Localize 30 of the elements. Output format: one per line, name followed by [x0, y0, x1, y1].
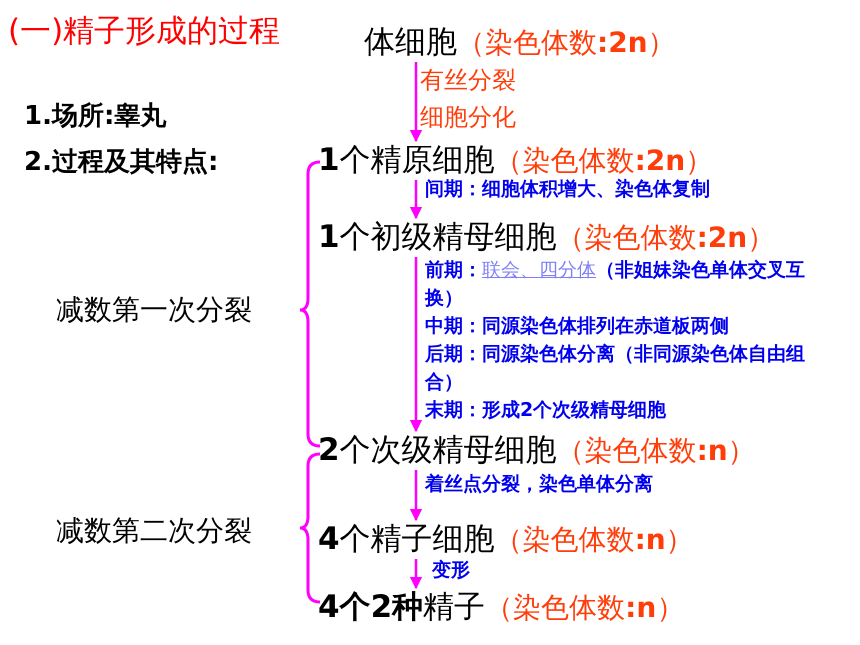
stage-name: 减数第二次分裂	[56, 513, 252, 549]
chromosome-count: （染色体数:n）	[485, 590, 684, 626]
chromosome-count: （染色体数:2n）	[494, 143, 714, 178]
cell-stage-text: 4个2种精子	[318, 589, 486, 625]
phase-text: 中期：同源染色体排列在赤道板两侧	[425, 314, 730, 339]
chromosome-count: （染色体数:n）	[494, 522, 694, 558]
cell-stage-text: 1个精原细胞	[318, 142, 495, 178]
phase-text: 前期：联会、四分体（非姐妹染色单体交叉互换）	[425, 258, 806, 311]
arrow	[410, 470, 422, 522]
edge-label: 间期：细胞体积增大、染色体复制	[425, 177, 711, 202]
edge-label: 着丝点分裂，染色单体分离	[425, 472, 654, 497]
cell-stage-text: 4个精子细胞	[318, 521, 495, 557]
cell-stage-text: 1个初级精母细胞	[318, 219, 557, 255]
stage-name: 减数第一次分裂	[56, 292, 252, 328]
arrow	[410, 62, 422, 142]
process-heading: 2.过程及其特点:	[24, 146, 218, 179]
phase-text: 末期：形成2个次级精母细胞	[425, 398, 668, 423]
arrow	[410, 559, 422, 590]
phase-text: 后期：同源染色体分离（非同源染色体自由组合）	[425, 342, 806, 395]
arrow	[410, 257, 422, 432]
cell-stage-text: 体细胞	[364, 24, 457, 60]
chromosome-count: （染色体数:2n）	[556, 220, 776, 256]
edge-label: 变形	[432, 558, 471, 583]
edge-label: 有丝分裂细胞分化	[420, 65, 517, 133]
arrow	[410, 180, 422, 220]
chromosome-count: （染色体数:n）	[556, 433, 756, 469]
chromosome-count: （染色体数:2n）	[457, 25, 676, 61]
location-text: 1.场所:睾丸	[24, 100, 166, 133]
cell-stage-text: 2个次级精母细胞	[318, 432, 557, 468]
title: (一)精子形成的过程	[8, 12, 280, 51]
